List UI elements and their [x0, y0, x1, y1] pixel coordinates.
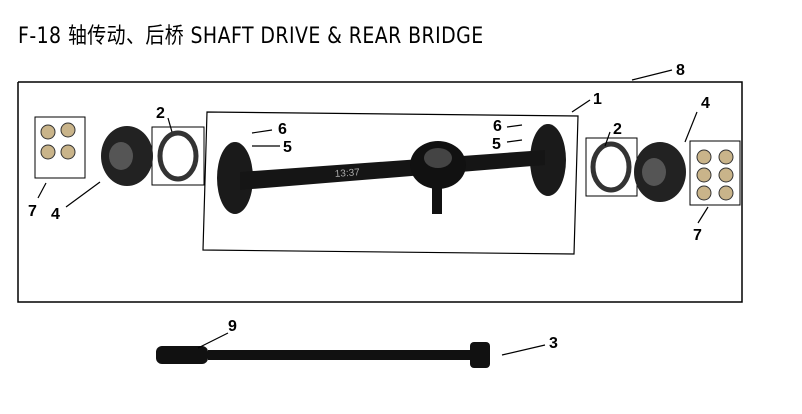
callout-4-left: 4 [51, 206, 60, 223]
assembly-frame [17, 81, 743, 303]
page-title: F-18 轴传动、后桥 SHAFT DRIVE & REAR BRIDGE [18, 24, 484, 49]
callout-4-right: 4 [701, 95, 710, 112]
callout-6-left: 6 [278, 121, 287, 138]
callout-6-right: 6 [493, 118, 502, 135]
callout-2-right: 2 [613, 121, 622, 138]
brake-drum-right [634, 142, 686, 202]
brake-shoe-right [590, 141, 632, 193]
nuts-right [696, 149, 734, 201]
callout-5-right: 5 [492, 136, 501, 153]
nuts-box-right [689, 140, 741, 206]
callout-2-left: 2 [156, 105, 165, 122]
callout-5-left: 5 [283, 139, 292, 156]
rear-axle: 13:37 [217, 124, 566, 214]
brake-drum-left [101, 126, 153, 186]
callout-3: 3 [549, 335, 558, 352]
callout-1: 1 [593, 91, 602, 108]
axle-marking: 13:37 [334, 167, 360, 180]
callout-9: 9 [228, 318, 237, 335]
callout-7-left: 7 [28, 203, 37, 220]
callout-7-right: 7 [693, 227, 702, 244]
callout-8: 8 [676, 62, 685, 79]
leader-lines [37, 69, 709, 356]
rubber-boot [156, 346, 208, 364]
drive-shaft [208, 342, 490, 368]
nuts-left [40, 122, 76, 160]
axle-frame [202, 111, 579, 255]
nuts-box-left [34, 116, 86, 179]
brake-shoe-left [157, 130, 199, 182]
